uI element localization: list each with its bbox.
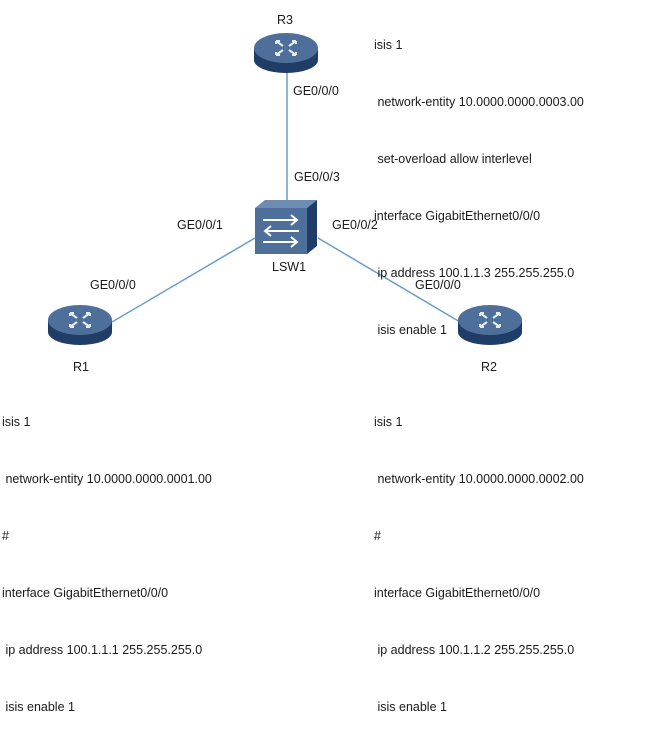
device-label-lsw1: LSW1 (272, 260, 307, 274)
config-line: # (2, 529, 9, 543)
config-line: isis enable 1 (2, 700, 75, 714)
router-icon (458, 305, 522, 345)
port-lsw1-ge003: GE0/0/3 (294, 170, 340, 184)
config-block-r2: isis 1 network-entity 10.0000.0000.0002.… (374, 375, 584, 736)
config-line: isis enable 1 (374, 700, 447, 714)
router-r3[interactable] (252, 30, 320, 76)
config-line: network-entity 10.0000.0000.0003.00 (374, 95, 584, 109)
config-block-r1: isis 1 network-entity 10.0000.0000.0001.… (2, 375, 212, 736)
device-label-r3: R3 (277, 13, 293, 27)
config-line: ip address 100.1.1.3 255.255.255.0 (374, 266, 575, 280)
port-r2-ge000: GE0/0/0 (415, 278, 461, 292)
router-r2[interactable] (456, 302, 524, 348)
config-line: network-entity 10.0000.0000.0001.00 (2, 472, 212, 486)
config-line: isis 1 (374, 38, 403, 52)
switch-icon (255, 200, 317, 254)
link-lsw1-r2 (317, 237, 461, 323)
config-line: interface GigabitEthernet0/0/0 (374, 209, 541, 223)
config-line: isis 1 (374, 415, 403, 429)
config-line: interface GigabitEthernet0/0/0 (374, 586, 541, 600)
config-line: ip address 100.1.1.2 255.255.255.0 (374, 643, 575, 657)
device-label-r2: R2 (481, 360, 497, 374)
config-line: network-entity 10.0000.0000.0002.00 (374, 472, 584, 486)
switch-lsw1[interactable] (253, 200, 319, 256)
topology-links (111, 72, 461, 323)
config-line: set-overload allow interlevel (374, 152, 532, 166)
port-r1-ge000: GE0/0/0 (90, 278, 136, 292)
config-block-r3: isis 1 network-entity 10.0000.0000.0003.… (374, 0, 584, 359)
router-r1[interactable] (46, 302, 114, 348)
config-line: ip address 100.1.1.1 255.255.255.0 (2, 643, 203, 657)
config-line: isis 1 (2, 415, 31, 429)
device-label-r1: R1 (73, 360, 89, 374)
router-icon (254, 33, 318, 73)
link-lsw1-r1 (111, 237, 256, 323)
config-line: interface GigabitEthernet0/0/0 (2, 586, 169, 600)
port-lsw1-ge001: GE0/0/1 (177, 218, 223, 232)
config-line: # (374, 529, 381, 543)
port-r3-ge000: GE0/0/0 (293, 84, 339, 98)
router-icon (48, 305, 112, 345)
config-line: isis enable 1 (374, 323, 447, 337)
port-lsw1-ge002: GE0/0/2 (332, 218, 378, 232)
